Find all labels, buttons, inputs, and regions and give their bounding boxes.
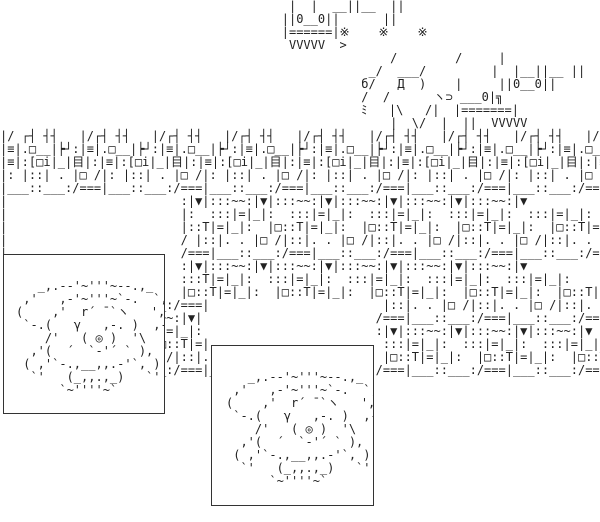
framed-ornament-panel-center: _,.--'~'''~--.,_ ,' ,-'~'''~`-. `, ( ,' … [211,345,374,506]
ornament-art-text: _,.--'~'''~--.,_ ,' ,-'~'''~`-. `, ( ,' … [16,279,165,397]
framed-ornament-panel-left: _,.--'~'''~--.,_ ,' ,-'~'''~`-. `, ( ,' … [3,254,165,414]
ornament-art-text: _,.--'~'''~--.,_ ,' ,-'~'''~`-. `, ( ,' … [226,370,374,488]
